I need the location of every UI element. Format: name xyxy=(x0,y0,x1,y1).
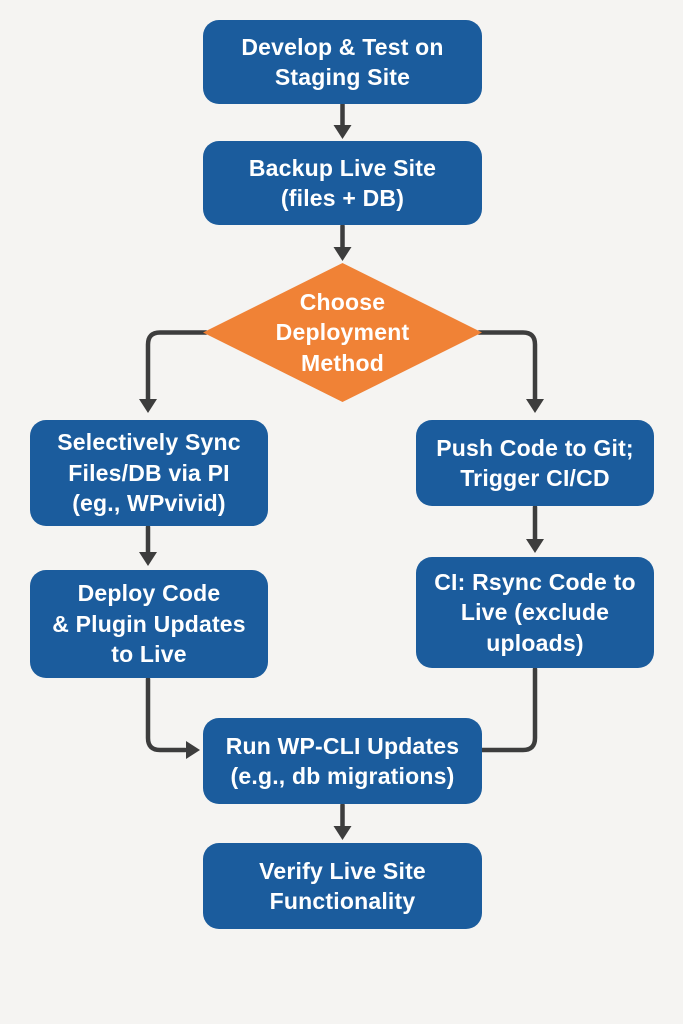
node-ci-rsync-code: CI: Rsync Code to Live (exclude uploads) xyxy=(416,557,654,668)
arrowhead-deploy-wpcli xyxy=(186,741,200,759)
arrowhead-develop-backup xyxy=(333,125,352,139)
edge-rsync-wpcli xyxy=(478,666,538,753)
node-backup-live-site: Backup Live Site (files + DB) xyxy=(203,141,482,225)
arrowhead-decision-push xyxy=(526,399,544,413)
edge-decision-sync xyxy=(145,330,209,403)
node-verify-live-site: Verify Live Site Functionality xyxy=(203,843,482,929)
node-run-wpcli-updates: Run WP-CLI Updates (e.g., db migrations) xyxy=(203,718,482,804)
node-choose-deployment-method: Choose Deployment Method xyxy=(203,263,482,402)
edge-deploy-wpcli xyxy=(145,676,188,753)
node-develop-test-staging: Develop & Test on Staging Site xyxy=(203,20,482,104)
node-deploy-code-plugins: Deploy Code & Plugin Updates to Live xyxy=(30,570,268,678)
edge-decision-push xyxy=(476,330,538,403)
arrowhead-sync-deploy xyxy=(139,552,157,566)
node-push-code-git: Push Code to Git; Trigger CI/CD xyxy=(416,420,654,506)
node-selectively-sync: Selectively Sync Files/DB via PI (eg., W… xyxy=(30,420,268,526)
arrowhead-decision-sync xyxy=(139,399,157,413)
arrowhead-wpcli-verify xyxy=(333,826,352,840)
arrowhead-backup-decision xyxy=(333,247,352,261)
arrowhead-push-rsync xyxy=(526,539,544,553)
